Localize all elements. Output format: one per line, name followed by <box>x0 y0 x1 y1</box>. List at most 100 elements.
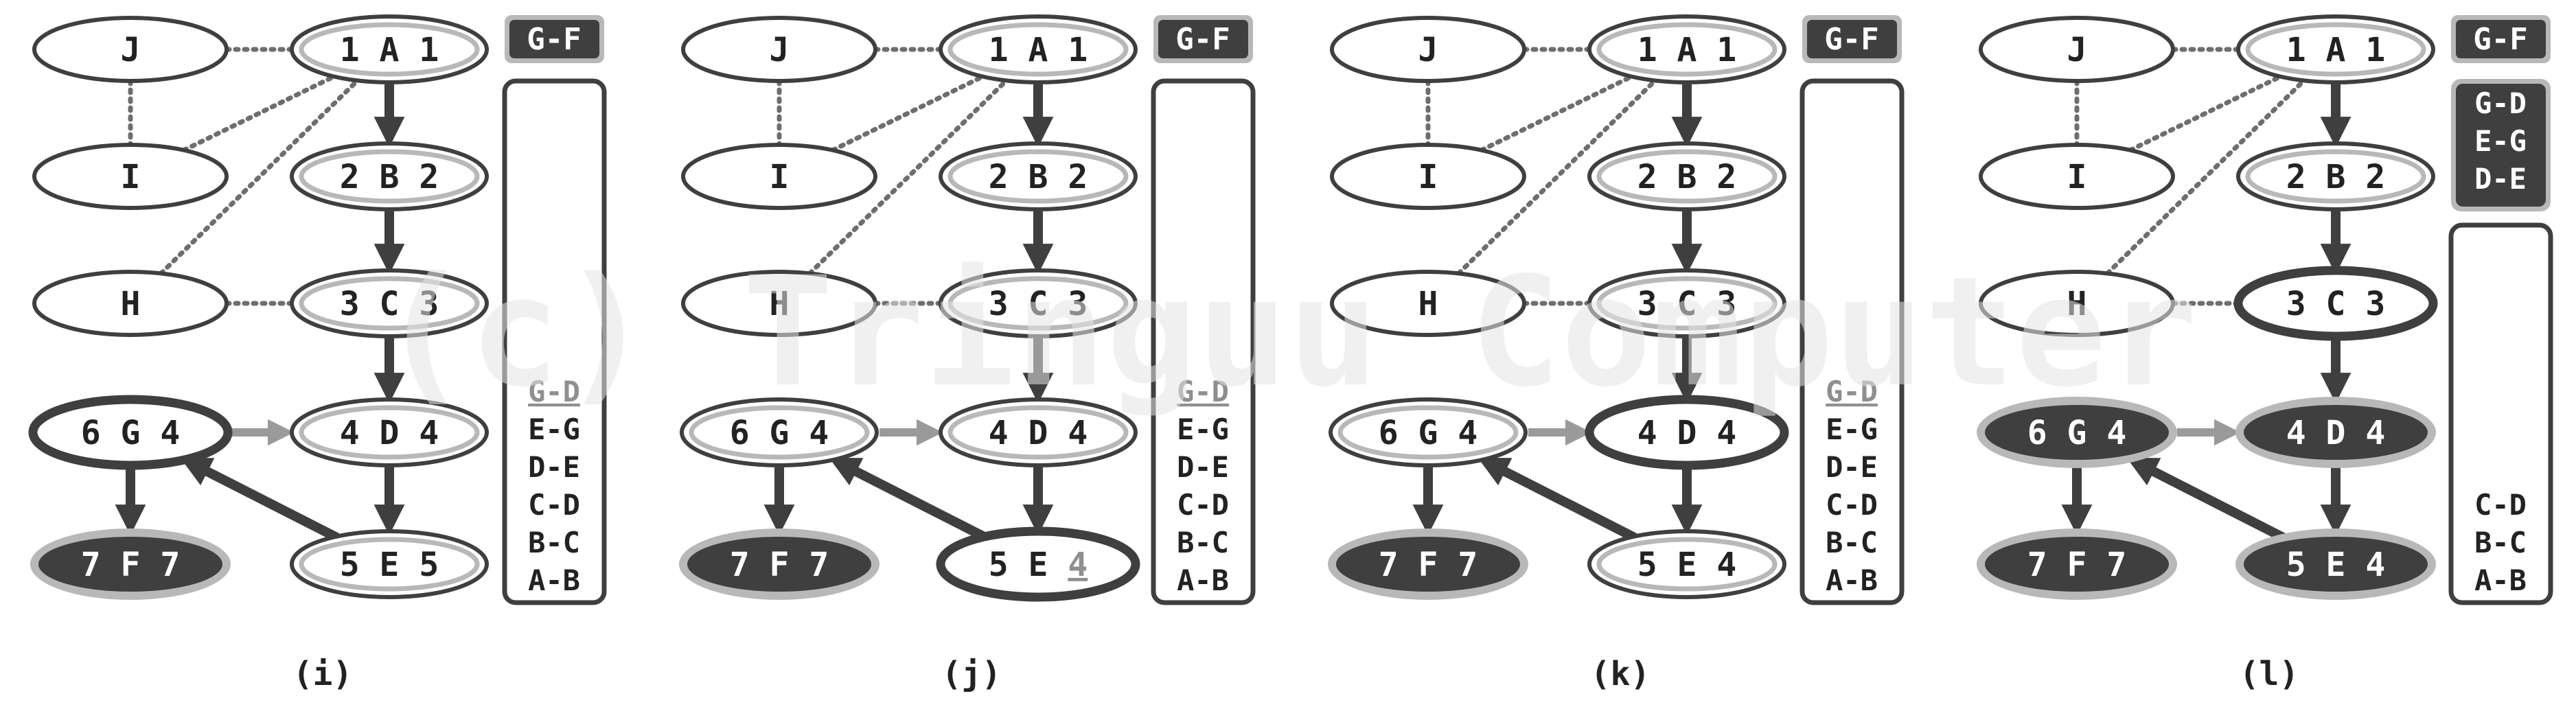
node-label: 2 B 2 <box>989 158 1088 196</box>
edge-stack-box: G-D E-G D-E C-D B-C A-B <box>1799 78 1905 605</box>
panel-k: 1 A 12 B 23 C 34 D 45 E 46 G 47 F 7JIHG-… <box>1328 14 1905 693</box>
node-1: 1 A 1 <box>1587 14 1786 84</box>
node-3: 3 C 3 <box>290 268 489 338</box>
node-label: 7 F 7 <box>81 546 181 584</box>
node-J: J <box>681 16 877 83</box>
stack-item: G-D <box>1177 375 1229 408</box>
node-label: 6 G 4 <box>730 414 829 452</box>
node-label: I <box>2067 158 2087 196</box>
node-2: 2 B 2 <box>290 141 489 211</box>
stack-item: A-B <box>2474 563 2527 597</box>
node-label: I <box>1418 158 1438 196</box>
node-H: H <box>1330 270 1526 337</box>
node-label: 3 C 3 <box>989 285 1088 323</box>
node-label: 5 E 4 <box>1637 546 1737 584</box>
edge-stack-box: C-DB-CA-B <box>2448 222 2553 605</box>
node-label: H <box>1418 285 1438 323</box>
node-H: H <box>32 270 229 337</box>
stack-item: A-B <box>1826 563 1878 597</box>
node-label: 4 D 4 <box>989 414 1088 452</box>
dotted-edge-H-1 <box>158 77 362 276</box>
dotted-edge-H-1 <box>2104 77 2308 276</box>
edge-stack-box: G-DE-GD-EC-DB-CA-B <box>502 78 607 605</box>
watermark: (c) Tringuu Computer <box>378 244 2197 420</box>
dotted-edge-I-1 <box>2128 73 2285 153</box>
panel-i: 1 A 12 B 23 C 34 D 45 E 56 G 47 F 7JIHG-… <box>28 14 607 693</box>
node-label: 2 B 2 <box>1637 158 1737 196</box>
node-6: 6 G 4 <box>680 397 879 467</box>
node-1: 1 A 1 <box>2236 14 2435 84</box>
panel-l: 1 A 1 2 B 2 3 C 3 4 D 4 5 E 4 6 G 4 7 F 7 J I H G-… <box>1977 14 2553 693</box>
node-J: J <box>32 16 229 83</box>
node-label: J <box>121 31 141 69</box>
panel-caption: (i) <box>293 655 353 693</box>
node-3: 3 C 3 <box>2233 266 2438 341</box>
node-4: 4 D 4 <box>2235 397 2436 468</box>
stack-item: C-D <box>1826 488 1878 522</box>
node-I: I <box>1330 143 1526 210</box>
node-5: 5 E 4 <box>2235 528 2436 600</box>
panel-caption: (l) <box>2240 655 2299 693</box>
stack-item: B-C <box>1826 526 1878 559</box>
node-label: 3 C 3 <box>340 285 439 323</box>
node-3: 3 C 3 <box>939 268 1138 338</box>
arrow-edge-5-6 <box>1477 457 1637 542</box>
node-label: J <box>770 31 790 69</box>
node-7: 7 F 7 <box>1977 528 2177 600</box>
node-label: 4 D 4 <box>340 414 439 452</box>
stack-item: E-G <box>1826 412 1878 446</box>
node-H: H <box>1979 270 2175 337</box>
stack-item: G-D <box>1826 375 1878 408</box>
node-6: 6 G 4 <box>28 395 233 470</box>
stack-item: E-G <box>1177 412 1229 446</box>
stack-item: C-D <box>2474 488 2527 522</box>
node-2: 2 B 2 <box>2236 141 2435 211</box>
gf-stack-box: G-F <box>505 15 604 63</box>
stack-item: B-C <box>528 526 580 559</box>
dotted-edge-I-1 <box>181 73 338 153</box>
node-5: 5 E 4 <box>936 526 1140 602</box>
node-label: 6 G 4 <box>2027 414 2127 452</box>
dotted-edge-H-1 <box>807 77 1011 276</box>
popped-stack-item: G-D <box>2474 86 2527 120</box>
gf-label: G-F <box>1175 22 1230 57</box>
dotted-edge-H-1 <box>1456 77 1659 276</box>
stack-item: C-D <box>1177 488 1229 522</box>
node-label: 5 E 4 <box>989 546 1088 584</box>
gf-stack-box: G-F <box>1802 15 1902 63</box>
node-label: 1 A 1 <box>340 31 439 69</box>
node-label: I <box>770 158 790 196</box>
node-2: 2 B 2 <box>939 141 1138 211</box>
gf-label: G-F <box>527 22 581 57</box>
stack-item: D-E <box>1177 450 1229 484</box>
node-label: 1 A 1 <box>2286 31 2386 69</box>
node-label: 3 C 3 <box>2286 285 2386 323</box>
dotted-edge-I-1 <box>830 73 987 153</box>
node-4: 4 D 4 <box>939 397 1138 467</box>
node-I: I <box>1979 143 2175 210</box>
node-1: 1 A 1 <box>939 14 1138 84</box>
gf-label: G-F <box>2473 22 2527 57</box>
node-5: 5 E 4 <box>1587 529 1786 599</box>
node-6: 6 G 4 <box>1977 397 2177 468</box>
popped-stack-item: E-G <box>2474 124 2527 158</box>
node-label: 1 A 1 <box>989 31 1088 69</box>
stack-item: A-B <box>1177 563 1229 597</box>
dotted-edge-I-1 <box>1479 73 1636 153</box>
gf-stack-box: G-F <box>2451 15 2551 63</box>
node-I: I <box>681 143 877 210</box>
gf-label: G-F <box>1824 22 1878 57</box>
node-label: I <box>121 158 141 196</box>
gf-stack-box: G-F <box>1153 15 1253 63</box>
node-label: J <box>2067 31 2087 69</box>
node-label: H <box>121 285 141 323</box>
node-7: 7 F 7 <box>30 528 231 600</box>
stack-item: D-E <box>528 450 580 484</box>
panel-caption: (j) <box>942 655 1002 693</box>
stack-item: D-E <box>1826 450 1878 484</box>
node-label: 4 D 4 <box>2286 414 2386 452</box>
node-4: 4 D 4 <box>1585 395 1789 470</box>
node-label: 2 B 2 <box>2286 158 2386 196</box>
node-label: 1 A 1 <box>1637 31 1737 69</box>
